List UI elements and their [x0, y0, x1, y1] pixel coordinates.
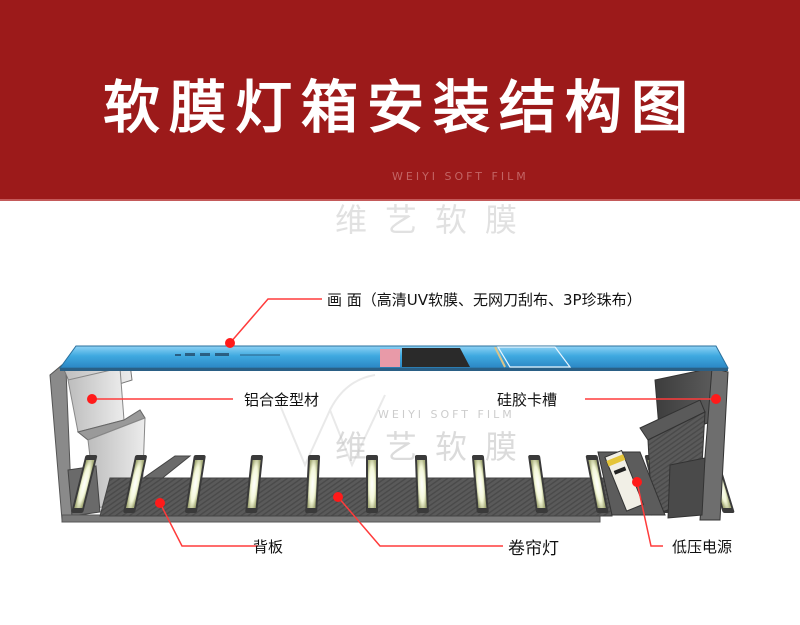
title-banner [0, 0, 800, 201]
led-strip [185, 455, 206, 513]
led-strip [123, 455, 147, 513]
label-back-plate: 背板 [253, 538, 284, 556]
leader-dots [87, 338, 721, 508]
label-panel: 画 面（高清UV软膜、无网刀刮布、3P珍珠布） [327, 291, 642, 309]
label-silicone-slot: 硅胶卡槽 [497, 391, 558, 409]
leader-lines [92, 298, 716, 547]
led-strip [305, 455, 321, 513]
pink-device [380, 349, 400, 367]
aluminum-dot-icon [87, 394, 97, 404]
led-strip [414, 455, 429, 513]
silicone-dot-icon [711, 394, 721, 404]
label-power-supply: 低压电源 [672, 538, 733, 556]
label-led-strip: 卷帘灯 [508, 539, 559, 559]
label-aluminum-profile: 铝合金型材 [244, 391, 320, 409]
backplate-dot-icon [155, 498, 165, 508]
page-title: 软膜灯箱安装结构图 [103, 75, 697, 141]
led-dot-icon [333, 492, 343, 502]
led-strip [471, 455, 489, 513]
panel-dot-icon [225, 338, 235, 348]
led-strip [366, 455, 378, 513]
film-panel [59, 345, 729, 371]
power-supply-icon [604, 449, 644, 512]
led-strip [245, 455, 263, 513]
led-strip [528, 455, 548, 513]
power-dot-icon [632, 477, 642, 487]
banner-divider [0, 199, 800, 201]
aluminum-profile-right [597, 367, 729, 521]
watermark-logo-icon [279, 374, 386, 468]
tablet-image [402, 348, 470, 367]
led-strip [585, 455, 609, 513]
led-strip [71, 455, 98, 513]
